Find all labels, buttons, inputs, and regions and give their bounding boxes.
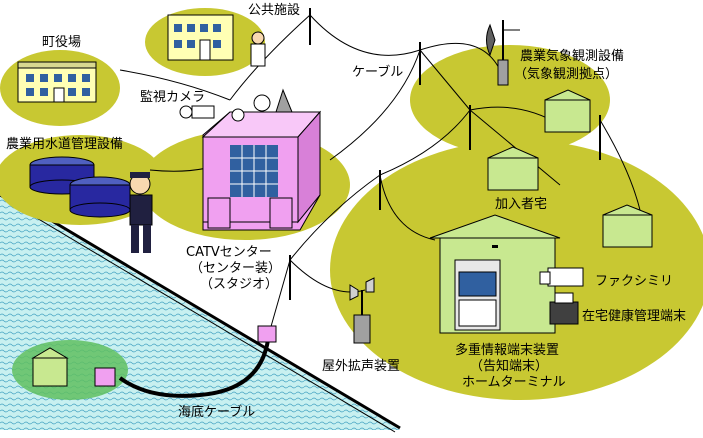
worker-figure: [129, 172, 153, 253]
label-home-health: 在宅健康管理端末: [582, 308, 686, 324]
nurse-figure: [250, 31, 266, 67]
utility-poles: [289, 8, 601, 300]
house-3: [602, 204, 653, 248]
label-weather-1: 農業気象観測設備: [520, 48, 624, 64]
coastline: [0, 188, 401, 430]
label-water-management: 農業用水道管理設備: [6, 136, 123, 152]
surveillance-camera: [179, 105, 215, 119]
house-2: [487, 146, 539, 191]
town-office-building: [17, 61, 97, 103]
label-surveillance-camera: 監視カメラ: [140, 89, 205, 105]
label-terminal-3: ホームターミナル: [462, 375, 566, 390]
house-1: [544, 89, 591, 133]
label-fax: ファクシミリ: [595, 274, 673, 289]
public-facility-building: [167, 14, 234, 61]
fax-machine: [539, 267, 584, 287]
label-submarine-cable: 海底ケーブル: [178, 404, 255, 420]
outdoor-speaker: [349, 277, 375, 344]
label-terminal-1: 多重情報端末装置: [455, 342, 559, 358]
cable-junction-box: [257, 325, 277, 343]
island-house: [31, 347, 116, 387]
label-weather-2: （気象観測拠点）: [514, 66, 618, 82]
label-public-facility: 公共施設: [248, 2, 300, 18]
label-subscriber-home: 加入者宅: [495, 197, 547, 212]
health-terminal: [549, 292, 579, 325]
home-terminal-device: [454, 259, 501, 331]
label-catv-3: （スタジオ）: [200, 277, 278, 292]
submarine-cable: [118, 339, 270, 398]
label-town-office: 町役場: [42, 35, 81, 50]
label-outdoor-speaker: 屋外拡声装置: [322, 359, 400, 374]
label-cable: ケーブル: [352, 64, 403, 80]
label-terminal-2: （告知端末）: [470, 358, 548, 374]
catv-center-building: [201, 88, 322, 231]
weather-station: [486, 20, 520, 86]
label-catv-1: CATVセンター: [186, 245, 272, 260]
label-catv-2: （センター装）: [190, 261, 281, 276]
